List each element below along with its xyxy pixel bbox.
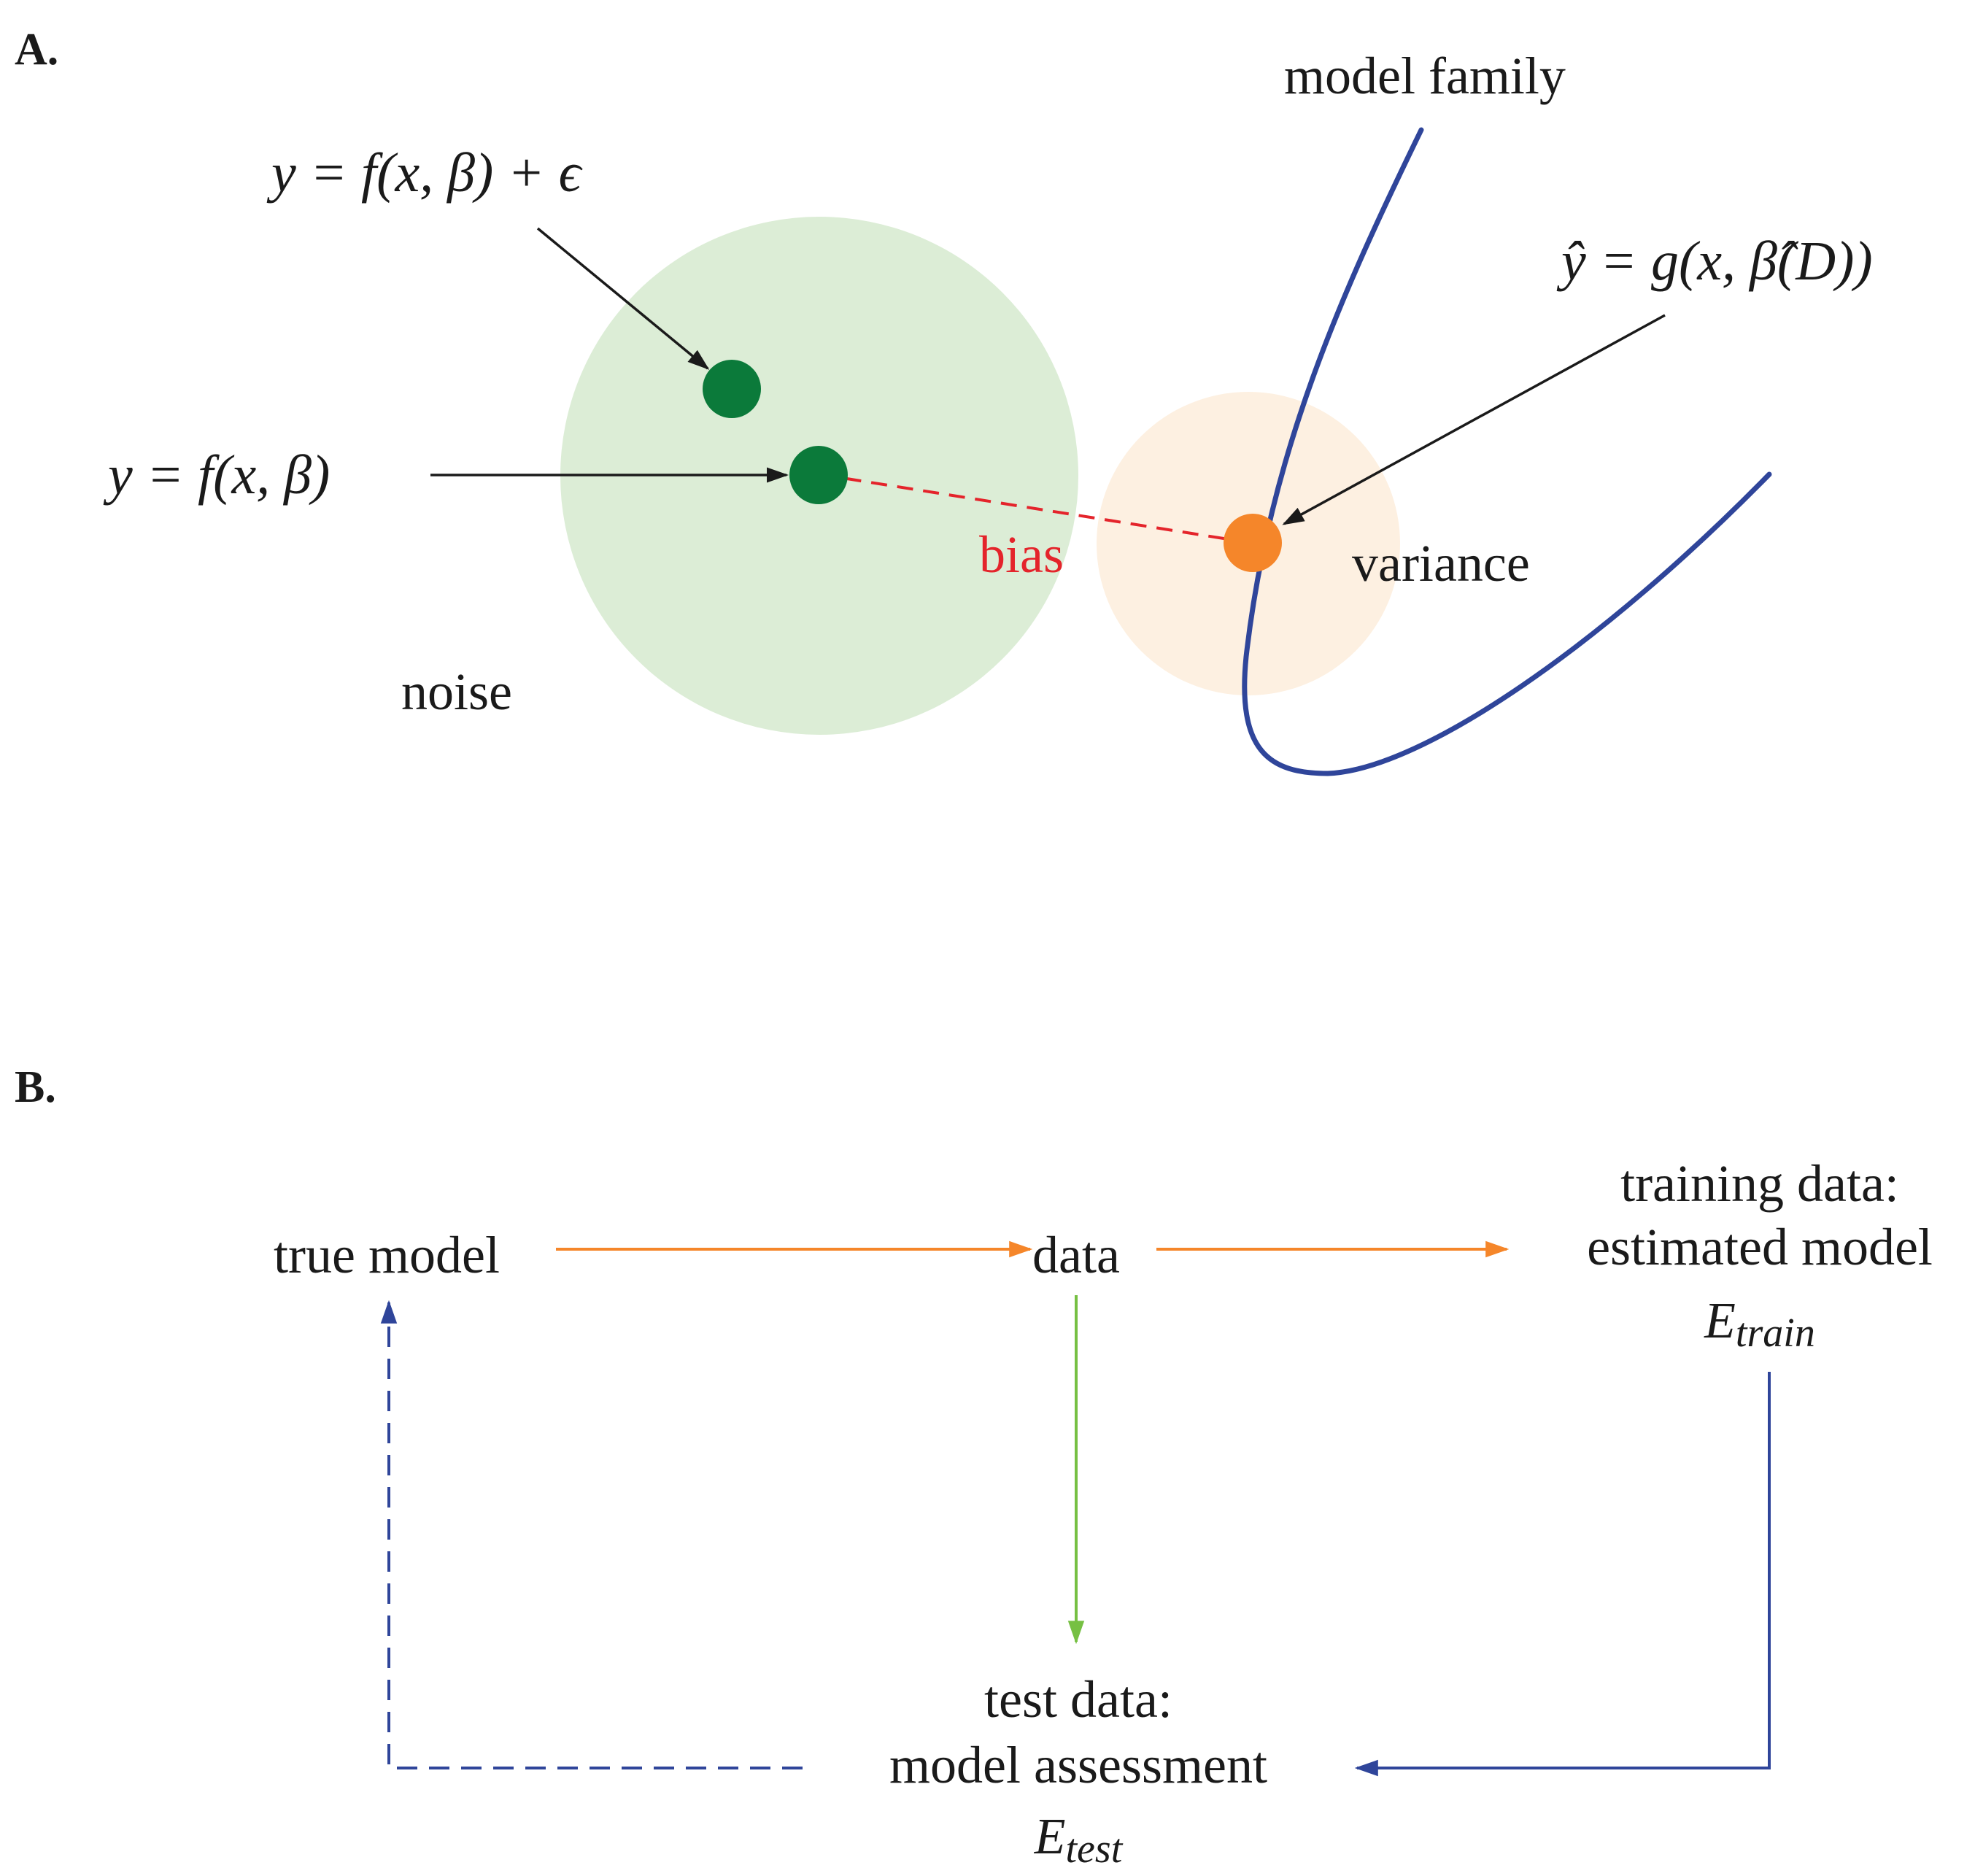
model-family-curve (1242, 127, 1772, 776)
training-data-title: training data: (1620, 1154, 1899, 1213)
e-train-label: Etrain (1704, 1293, 1815, 1356)
model-family-label: model family (1284, 47, 1566, 105)
bias-label: bias (979, 525, 1064, 584)
variance-label: variance (1352, 534, 1530, 592)
data-node: data (1032, 1226, 1120, 1284)
panel-b-label: B. (15, 1062, 56, 1112)
arrow-test-to-true-model (380, 1300, 803, 1769)
estimate-point (1224, 514, 1282, 572)
e-test-subscript: test (1066, 1826, 1124, 1872)
true-model-node: true model (274, 1226, 500, 1284)
e-train-subscript: train (1736, 1311, 1815, 1356)
test-data-title: test data: (984, 1670, 1172, 1729)
model-assessment-label: model assessment (889, 1736, 1267, 1794)
noisy-observation-point (703, 360, 761, 418)
noise-label: noise (401, 663, 512, 721)
arrow-estimate-equation (1282, 314, 1666, 525)
equation-true-function: y = f(x, β) (103, 444, 330, 506)
equation-estimate: ŷ = g(x, β̂(D)) (1556, 231, 1873, 292)
arrow-training-to-test (1354, 1372, 1771, 1777)
panel-a-label: A. (15, 25, 58, 74)
arrow-noisy-equation (536, 227, 710, 370)
bias-line (819, 473, 1252, 544)
estimated-model-label: estimated model (1587, 1218, 1933, 1276)
e-test-label: Etest (1034, 1809, 1124, 1872)
e-train-base: E (1704, 1293, 1736, 1349)
true-value-point (789, 446, 848, 504)
equation-noisy-observation: y = f(x, β) + ϵ (266, 142, 584, 204)
e-test-base: E (1034, 1809, 1066, 1865)
